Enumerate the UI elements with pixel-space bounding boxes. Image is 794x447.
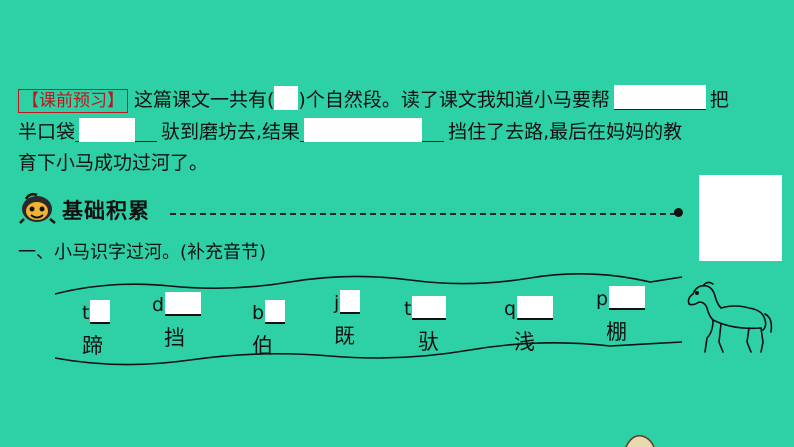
section-title: 基础积累 xyxy=(62,199,150,223)
preview-text-1b: )个自然段。读了课文我知道小马要帮 xyxy=(298,89,610,111)
pinyin-item-qian: q 浅 xyxy=(504,290,554,356)
horse-icon xyxy=(687,281,773,353)
preview-text-3: 育下小马成功过河了。 xyxy=(18,152,209,174)
preview-text-2a: 半口袋 xyxy=(18,121,76,143)
pinyin-blank[interactable] xyxy=(265,300,286,324)
pinyin-item-ji: j 既 xyxy=(334,284,361,350)
pinyin-item-peng: p 棚 xyxy=(596,280,646,346)
initial-letter: q xyxy=(504,298,517,320)
preview-tag: 【课前预习】 xyxy=(18,89,128,113)
river-lines xyxy=(54,273,683,366)
preview-line-3: 育下小马成功过河了。 xyxy=(18,150,208,176)
help-whom-blank[interactable] xyxy=(613,85,706,110)
preview-text-1c: 把 xyxy=(709,89,729,111)
pinyin-blank[interactable] xyxy=(609,286,646,310)
mascot-icon xyxy=(18,191,58,229)
hanzi: 驮 xyxy=(418,330,439,354)
initial-letter: b xyxy=(252,302,265,324)
pinyin-blank[interactable] xyxy=(90,300,111,324)
preview-line-1: 【课前预习】这篇课文一共有( )个自然段。读了课文我知道小马要帮 把 xyxy=(18,85,729,113)
preview-text-1a: 这篇课文一共有( xyxy=(134,89,275,111)
pinyin-blank[interactable] xyxy=(517,296,554,320)
pinyin-item-dang: d 挡 xyxy=(152,286,202,352)
hanzi: 既 xyxy=(334,324,355,348)
pinyin-blank[interactable] xyxy=(165,292,202,316)
preview-text-2c: 挡住了去路,最后在妈妈的教 xyxy=(448,121,683,143)
side-white-box xyxy=(699,175,782,261)
hanzi: 蹄 xyxy=(82,334,103,358)
initial-letter: t xyxy=(404,298,412,320)
section-heading: 基础积累 xyxy=(18,191,150,229)
initial-letter: d xyxy=(152,294,165,316)
hanzi: 棚 xyxy=(606,320,627,344)
hanzi: 浅 xyxy=(514,330,535,354)
pinyin-blank[interactable] xyxy=(412,296,447,320)
pinyin-item-bo: b 伯 xyxy=(252,294,286,360)
preview-line-2: 半口袋 驮到磨坊去,结果 挡住了去路,最后在妈妈的教 xyxy=(18,117,682,145)
initial-letter: j xyxy=(334,292,340,314)
initial-letter: p xyxy=(596,288,609,310)
divider-end-dot xyxy=(674,208,683,217)
preview-text-2b: 驮到磨坊去,结果 xyxy=(161,121,301,143)
bottom-decoration-icon xyxy=(625,434,655,447)
initial-letter: t xyxy=(82,302,90,324)
question-1-title: 一、小马识字过河。(补充音节) xyxy=(18,242,267,263)
hanzi: 挡 xyxy=(164,326,185,350)
obstacle-blank[interactable] xyxy=(304,118,423,142)
pinyin-blank[interactable] xyxy=(340,290,361,314)
hanzi: 伯 xyxy=(252,334,273,358)
pinyin-item-ti: t 蹄 xyxy=(82,294,111,360)
section-divider xyxy=(170,213,676,215)
pinyin-item-tuo: t 驮 xyxy=(404,290,447,356)
what-item-blank[interactable] xyxy=(79,118,136,142)
paragraph-count-blank[interactable] xyxy=(274,86,299,110)
